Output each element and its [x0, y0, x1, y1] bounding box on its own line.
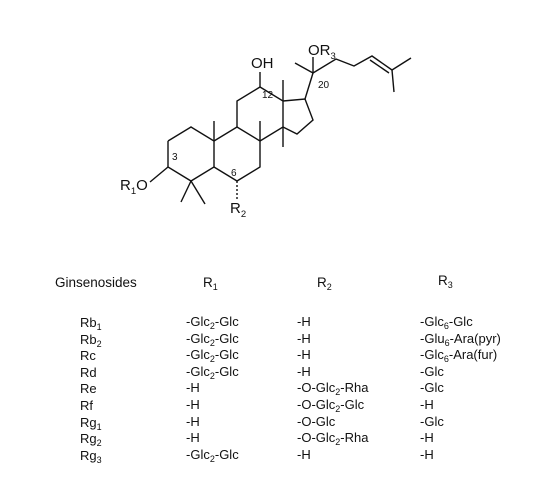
table-cell-r3: -H	[420, 430, 434, 446]
table-cell-r1: -Glc2-Glc	[186, 347, 239, 365]
header-r2: R2	[317, 275, 332, 292]
table-cell-r2: -O-Glc2-Glc	[297, 397, 365, 414]
table-cell-r1: -Glc2-Glc	[186, 363, 239, 381]
oh-label: OH	[251, 55, 274, 72]
table-cell-r1: -H	[186, 430, 200, 446]
table-cell-r1: -Glc2-Glc	[186, 314, 239, 331]
side-chain	[312, 55, 393, 74]
table-cell-name: Rc	[80, 348, 96, 364]
c12-number: 12	[262, 90, 274, 101]
c20-number: 20	[318, 80, 330, 91]
c4-methyl-a	[180, 180, 192, 203]
table-cell-r2: -H	[297, 446, 311, 462]
table-cell-r2: -O-Glc2-Rha	[297, 380, 369, 398]
ring-d	[282, 98, 314, 135]
table-cell-name: Rd	[80, 364, 97, 380]
side-chain-double-bond	[369, 59, 390, 74]
table-cell-r3: -Glu6-Ara(pyr)	[420, 330, 501, 348]
ring-c	[236, 86, 284, 142]
header-ginsenosides: Ginsenosides	[55, 275, 137, 290]
c4-methyl-b	[190, 180, 206, 205]
table-cell-r3: -H	[420, 397, 434, 412]
table-cell-name: Rg1	[80, 414, 102, 432]
substituent-table: Ginsenosides R1 R2 R3 Rb1-Glc2-Glc-H-Glc…	[0, 270, 544, 490]
table-cell-r3: -Glc	[420, 363, 444, 379]
table-cell-r2: -H	[297, 330, 311, 346]
skeleton-bonds	[149, 55, 412, 205]
header-r1: R1	[203, 275, 218, 292]
table-cell-r1: -H	[186, 413, 200, 429]
r1o-label: R1O	[120, 177, 148, 197]
table-cell-r1: -Glc2-Glc	[186, 446, 239, 464]
table-cell-r2: -H	[297, 347, 311, 363]
or3-label: OR3	[308, 42, 336, 62]
table-cell-r3: -Glc6-Ara(fur)	[420, 347, 498, 365]
ginsenoside-structure-diagram: OH OR3 R1O R2 3 6 12 20	[120, 42, 412, 220]
ring-b	[213, 126, 261, 182]
table-cell-name: Rb2	[80, 331, 102, 349]
table-cell-r3: -Glc6-Glc	[420, 314, 473, 331]
terminal-methyl-b	[391, 69, 395, 93]
c20-methyl	[294, 62, 314, 74]
table-cell-r1: -H	[186, 397, 200, 412]
terminal-methyl-a	[391, 57, 412, 71]
table-cell-name: Rg2	[80, 431, 102, 449]
table-cell-r1: -Glc2-Glc	[186, 330, 239, 348]
table-cell-r1: -H	[186, 380, 200, 396]
r2-label: R2	[230, 200, 246, 220]
table-cell-r2: -O-Glc2-Rha	[297, 430, 369, 448]
c3-o-bond	[149, 166, 169, 183]
table-cell-r2: -H	[297, 314, 311, 329]
table-cell-r3: -Glc	[420, 380, 444, 396]
table-cell-name: Rf	[80, 398, 93, 413]
c17-c20-bond	[304, 72, 314, 100]
table-cell-r3: -H	[420, 446, 434, 462]
table-cell-r2: -H	[297, 363, 311, 379]
table-cell-name: Rb1	[80, 315, 102, 332]
c6-number: 6	[231, 168, 237, 179]
c3-number: 3	[172, 152, 178, 163]
header-r3: R3	[438, 273, 453, 290]
table-cell-r2: -O-Glc	[297, 413, 336, 429]
table-cell-name: Re	[80, 381, 97, 397]
table-cell-r3: -Glc	[420, 413, 444, 429]
table-cell-name: Rg3	[80, 447, 102, 465]
